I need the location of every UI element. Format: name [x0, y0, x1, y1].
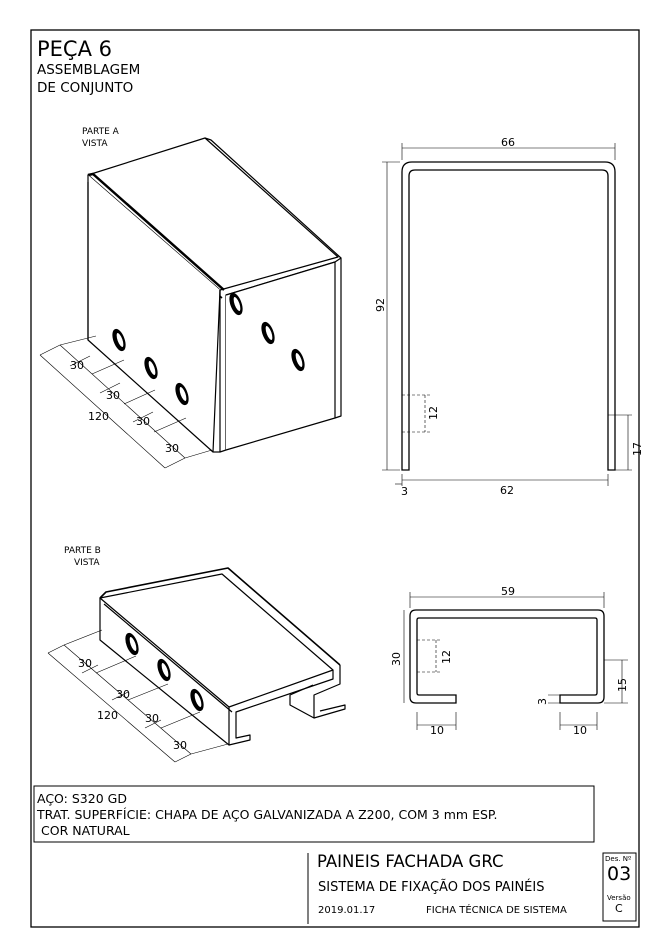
- part-a-dim-62: 62: [500, 484, 514, 497]
- version-value: C: [615, 902, 623, 915]
- part-b-dim-120: 120: [97, 709, 118, 722]
- part-a-label: PARTE A: [82, 127, 119, 137]
- part-b-dim-10-left: 10: [430, 724, 444, 737]
- notes-surface-treatment: TRAT. SUPERFÍCIE: CHAPA DE AÇO GALVANIZA…: [37, 807, 498, 822]
- part-a-dim-12: 12: [427, 406, 440, 420]
- part-a-dim-30-4: 30: [165, 442, 179, 455]
- part-b-dim-3: 3: [536, 698, 549, 705]
- part-a-section-dimensions: [382, 143, 632, 486]
- part-b-dim-30-4: 30: [173, 739, 187, 752]
- sheet-type: FICHA TÉCNICA DE SISTEMA: [426, 905, 567, 916]
- part-b-dim-30-2: 30: [116, 688, 130, 701]
- part-b-dim-30-3: 30: [145, 712, 159, 725]
- part-b-iso-dimensions: [47, 629, 229, 763]
- part-b-view-label: VISTA: [74, 558, 100, 568]
- part-b-dim-15: 15: [616, 678, 629, 692]
- part-a-dim-17: 17: [631, 442, 644, 456]
- part-a-iso-dimensions: [39, 335, 213, 469]
- notes-color: COR NATURAL: [41, 823, 130, 838]
- part-a-dim-30-3: 30: [136, 415, 150, 428]
- part-b-section-dimensions: [403, 592, 628, 730]
- part-a-section-view: [401, 161, 616, 471]
- part-a-isometric-view: [87, 137, 342, 453]
- notes-steel: AÇO: S320 GD: [37, 791, 127, 806]
- part-subtitle-line2: DE CONJUNTO: [37, 80, 134, 96]
- part-a-dim-120: 120: [88, 410, 109, 423]
- part-b-dim-59: 59: [501, 585, 515, 598]
- version-label: Versão: [607, 894, 631, 902]
- des-number-box: [602, 852, 637, 922]
- part-a-dim-30-1: 30: [70, 359, 84, 372]
- system-title: SISTEMA DE FIXAÇÃO DOS PAINÉIS: [318, 880, 545, 895]
- part-b-dim-30: 30: [390, 652, 403, 666]
- notes-box: [33, 785, 595, 843]
- part-a-dim-3: 3: [401, 485, 408, 498]
- part-b-isometric-view: [99, 567, 346, 746]
- part-subtitle-line1: ASSEMBLAGEM: [37, 62, 141, 78]
- part-b-dim-10-right: 10: [573, 724, 587, 737]
- part-b-dim-12: 12: [440, 650, 453, 664]
- des-number: 03: [607, 863, 632, 885]
- part-a-dim-92: 92: [374, 298, 387, 312]
- drawing-date: 2019.01.17: [318, 905, 376, 916]
- part-title: PEÇA 6: [37, 37, 112, 61]
- part-a-dim-66: 66: [501, 136, 515, 149]
- des-number-label: Des. Nº: [605, 855, 632, 863]
- project-title: PAINEIS FACHADA GRC: [317, 852, 504, 871]
- part-b-dim-30-1: 30: [78, 657, 92, 670]
- sheet-border: [30, 29, 640, 928]
- part-b-label: PARTE B: [64, 546, 101, 556]
- part-a-view-label: VISTA: [82, 139, 108, 149]
- part-a-dim-30-2: 30: [106, 389, 120, 402]
